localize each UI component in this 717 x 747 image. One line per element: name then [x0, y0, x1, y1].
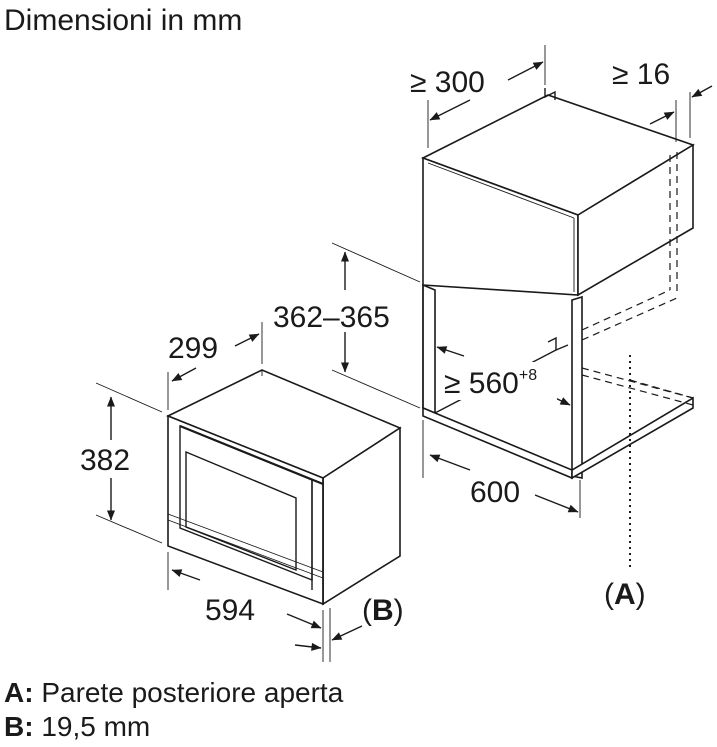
dim-niche-inner-width: ≥ 560+8 [436, 346, 571, 406]
marker-b: (B) [362, 594, 404, 627]
niche-cabinet [420, 88, 695, 570]
appliance-width-label: 594 [205, 594, 255, 627]
niche-top-notch [544, 88, 556, 100]
legend: A: Parete posteriore aperta B: 19,5 mm [4, 677, 344, 742]
marker-a: (A) [604, 578, 646, 611]
niche-shelf-front [422, 406, 573, 480]
legend-item-a: A: Parete posteriore aperta [4, 677, 344, 708]
dim-niche-gap: ≥ 16 [612, 58, 713, 142]
dim-appliance-height: 382 [80, 382, 163, 544]
diagram-title: Dimensioni in mm [4, 4, 242, 37]
dim-niche-depth: ≥ 300 [410, 45, 546, 148]
dim-marker-b: (B) [294, 594, 404, 662]
back-wall-dashed-top [581, 289, 671, 331]
dim-appliance-depth: 299 [167, 322, 263, 410]
appliance-height-label: 382 [80, 444, 130, 477]
niche-height-label: 362–365 [273, 301, 390, 334]
appliance [166, 369, 402, 606]
dim-niche-width: 600 [422, 420, 581, 518]
niche-inner-step [547, 336, 569, 352]
niche-left-panel [422, 283, 436, 415]
dim-niche-height: 362–365 [273, 242, 421, 409]
niche-inner-width-label: ≥ 560+8 [444, 367, 537, 400]
niche-width-label: 600 [470, 476, 520, 509]
niche-upper-side [577, 143, 694, 297]
niche-top-edge [427, 162, 575, 219]
niche-gap-label: ≥ 16 [612, 58, 670, 91]
appliance-control-strip [167, 513, 324, 573]
legend-item-b: B: 19,5 mm [4, 711, 150, 742]
niche-right-post [571, 295, 583, 479]
niche-shelf-side [571, 396, 694, 480]
appliance-depth-label: 299 [168, 332, 218, 365]
appliance-door-window [185, 450, 297, 572]
niche-inner-width-tolerance: +8 [519, 367, 537, 384]
niche-depth-label: ≥ 300 [410, 66, 485, 99]
dim-appliance-width: 594 [167, 552, 324, 662]
